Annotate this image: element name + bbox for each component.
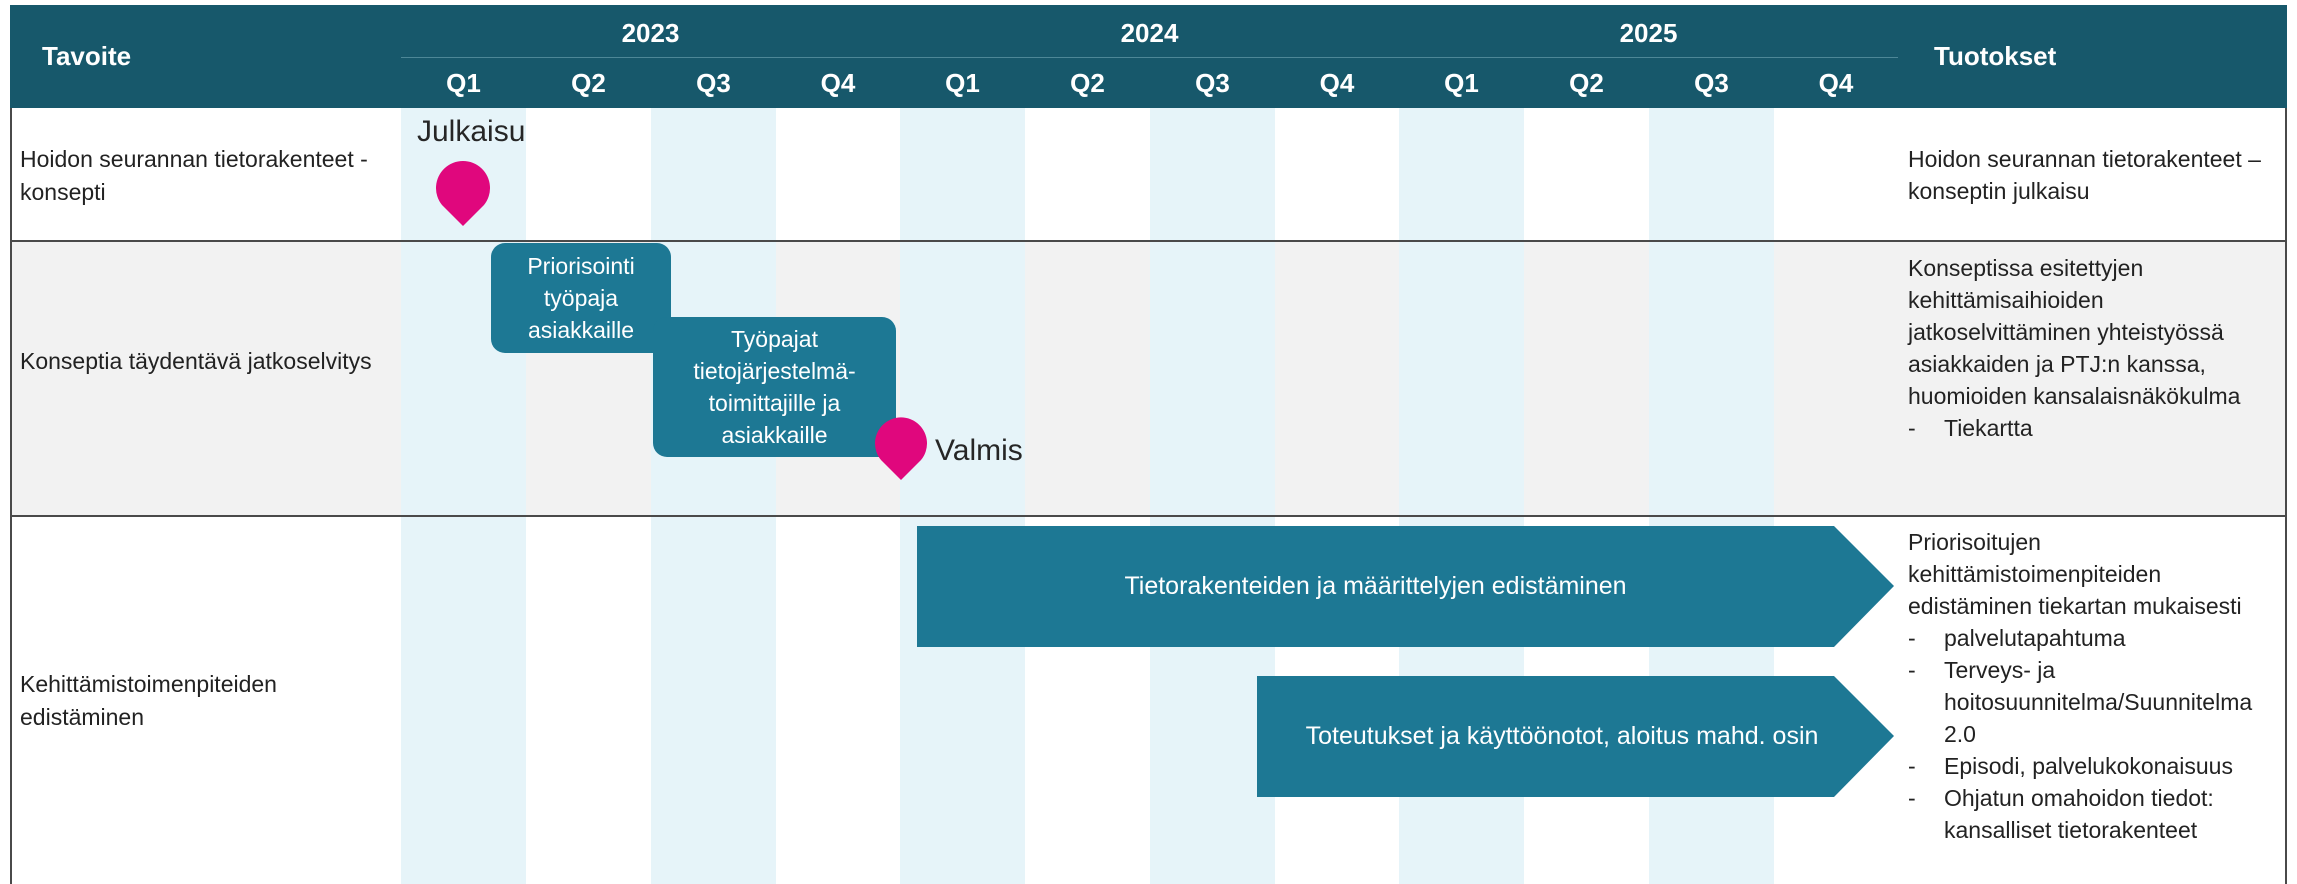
quarter-label: Q4 xyxy=(1319,68,1355,98)
goal-label: Kehittämistoimenpiteiden edistäminen xyxy=(20,671,277,730)
table-right-border xyxy=(2285,108,2287,884)
output-list-item: Ohjatun omahoidon tiedot: kansalliset ti… xyxy=(1908,782,2283,846)
arrow-bar xyxy=(917,526,1894,647)
row-divider xyxy=(10,515,2287,517)
output-text: Konseptissa esitettyjen kehittämisaihioi… xyxy=(1908,255,2241,409)
milestone-label: Julkaisu xyxy=(417,115,526,148)
year-separator xyxy=(401,57,1898,58)
milestone-pin-icon xyxy=(875,417,927,480)
arrow-bar xyxy=(1257,676,1894,797)
goal-label: Hoidon seurannan tietorakenteet -konsept… xyxy=(20,146,368,205)
quarter-label: Q3 xyxy=(696,68,731,98)
output-list-item: Terveys- ja hoitosuunnitelma/Suunnitelma… xyxy=(1908,654,2283,750)
year-2024: 2024 xyxy=(1120,18,1179,48)
output-block: Konseptissa esitettyjen kehittämisaihioi… xyxy=(1908,252,2283,444)
task-box: Työpajat tietojärjestelmä-toimittajille … xyxy=(653,317,896,457)
arrow-bar-label: Tietorakenteiden ja määrittelyjen edistä… xyxy=(1124,572,1627,600)
output-list-item: Tiekartta xyxy=(1908,412,2283,444)
quarter-label: Q1 xyxy=(945,68,980,98)
output-list-item: palvelutapahtuma xyxy=(1908,622,2283,654)
output-text: Hoidon seurannan tietorakenteet –konsept… xyxy=(1908,146,2261,204)
quarter-label: Q2 xyxy=(571,68,606,98)
quarter-label: Q3 xyxy=(1195,68,1230,98)
task-box: Priorisointi työpaja asiakkaille xyxy=(491,243,671,353)
outputs-column-header: Tuotokset xyxy=(1934,41,2057,71)
quarter-label: Q4 xyxy=(820,68,856,98)
quarter-label: Q1 xyxy=(446,68,481,98)
quarter-label: Q4 xyxy=(1818,68,1854,98)
goal-label: Konseptia täydentävä jatkoselvitys xyxy=(20,348,372,374)
milestone-pin-icon xyxy=(436,161,490,226)
quarter-label: Q3 xyxy=(1694,68,1729,98)
table-left-border xyxy=(10,108,12,884)
milestone-label: Valmis xyxy=(935,434,1023,467)
quarter-stripe xyxy=(900,108,1025,884)
output-block: Priorisoitujen kehittämistoimenpiteiden … xyxy=(1908,526,2283,846)
arrow-bar-label: Toteutukset ja käyttöönotot, aloitus mah… xyxy=(1305,722,1819,750)
quarter-stripe xyxy=(1150,108,1275,884)
output-text: Priorisoitujen kehittämistoimenpiteiden … xyxy=(1908,529,2242,619)
quarter-stripe xyxy=(651,108,776,884)
quarter-label: Q2 xyxy=(1569,68,1604,98)
timeline-header xyxy=(10,5,2287,108)
goal-column-header: Tavoite xyxy=(42,41,132,71)
row-background-jatkoselvitys xyxy=(10,242,2287,516)
quarter-label: Q1 xyxy=(1444,68,1479,98)
output-list-item: Episodi, palvelukokonaisuus xyxy=(1908,750,2283,782)
year-2023: 2023 xyxy=(621,18,680,48)
quarter-stripe xyxy=(401,108,526,884)
row-divider xyxy=(10,240,2287,242)
quarter-label: Q2 xyxy=(1070,68,1105,98)
year-2025: 2025 xyxy=(1619,18,1678,48)
